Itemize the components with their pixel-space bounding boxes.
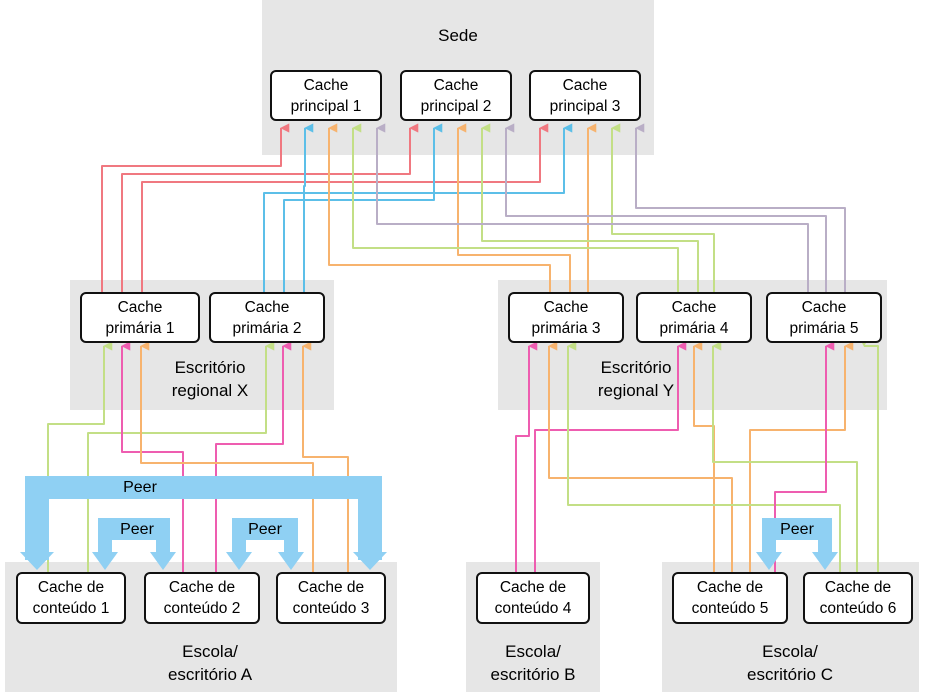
peer-stem-a23-left [232,518,246,560]
wire-blue-p2-principal3 [263,123,573,292]
peer-head-c56-left [756,552,782,570]
cache-primaria-1: Cache primária 1 [80,292,200,343]
wire-purple-p5-principal1 [376,123,809,292]
peer-label-a12: Peer [120,521,154,538]
peer-bar-a-wide [25,476,382,499]
cache-conteudo-6: Cache de conteúdo 6 [803,572,913,624]
wire-green-c1-primaria2 [87,341,275,575]
peer-label-wide: Peer [123,479,157,496]
peer-stem-a3 [358,476,382,560]
cache-primaria-2: Cache primária 2 [209,292,325,343]
wire-orange-p3-principal1 [328,123,551,292]
peer-stem-c56-right [818,518,832,560]
peer-bar-c56 [762,518,832,540]
peer-head-c56-right [812,552,838,570]
cache-principal-3: Cache principal 3 [529,70,641,121]
peer-head-a12-left [92,552,118,570]
wire-green-p4-principal3 [611,123,715,292]
cache-conteudo-3: Cache de conteúdo 3 [276,572,386,624]
label-sede: Sede [438,26,478,45]
label-escola-a: Escola/ escritório A [167,642,253,684]
peer-stem-c56-left [762,518,776,560]
wire-orange-c3-primaria2 [302,341,349,575]
wire-orange-c5-primaria5 [749,341,854,575]
wire-green-p4-principal1 [352,123,679,292]
peer-stem-a23-right [284,518,298,560]
wire-green-c6-primaria4 [712,341,858,575]
wire-red-p1-principal3 [141,123,549,292]
wire-orange-c3-primaria1 [140,341,314,575]
wire-purple-p5-principal2 [505,123,827,292]
wire-green-p4-principal2 [481,123,699,292]
cache-conteudo-4: Cache de conteúdo 4 [476,572,590,624]
peer-head-a23-left [226,552,252,570]
wire-green-c6-primaria5 [859,337,879,575]
peer-arrows [20,476,838,570]
label-escola-c: Escola/ escritório C [747,642,833,684]
peer-head-a23-right [278,552,304,570]
wire-pink-c2-primaria1 [121,341,184,575]
wire-red-p1-principal1 [101,123,290,292]
peer-bar-a12 [98,518,170,540]
wire-blue-p2-principal1 [303,123,314,292]
peer-head-a1 [20,552,54,570]
wire-pink-c2-primaria2 [215,341,292,575]
peer-stem-a12-right [156,518,170,560]
cache-primaria-5: Cache primária 5 [766,292,882,343]
cache-principal-1: Cache principal 1 [270,70,382,121]
wire-red-p1-principal2 [121,123,419,292]
wire-orange-c5-primaria4 [693,341,715,575]
wire-orange-c5-primaria3 [548,341,733,575]
wire-pink-c4-primaria3 [515,341,538,575]
peer-head-a3 [353,552,387,570]
peer-label-c56: Peer [780,521,814,538]
label-escola-b: Escola/ escritório B [490,642,576,684]
wire-green-c6-primaria3 [567,341,841,575]
peer-label-a23: Peer [248,521,282,538]
label-regional-x: Escritório regional X [171,358,249,400]
cache-principal-2: Cache principal 2 [400,70,512,121]
wire-pink-c4-primaria4 [534,341,687,575]
peer-stem-a12-left [98,518,112,560]
peer-stem-a1 [25,476,49,560]
cache-conteudo-2: Cache de conteúdo 2 [144,572,260,624]
cache-conteudo-5: Cache de conteúdo 5 [672,572,788,624]
label-regional-y: Escritório regional Y [597,358,675,400]
cache-primaria-4: Cache primária 4 [636,292,752,343]
peer-head-a12-right [150,552,176,570]
wire-green-c1-primaria1 [47,341,113,575]
wire-purple-p5-principal3 [635,123,846,292]
peer-bar-a23 [232,518,298,540]
cache-primaria-3: Cache primária 3 [508,292,624,343]
cache-conteudo-1: Cache de conteúdo 1 [16,572,126,624]
wire-blue-p2-principal2 [283,123,443,292]
wire-orange-p3-principal2 [457,123,571,292]
